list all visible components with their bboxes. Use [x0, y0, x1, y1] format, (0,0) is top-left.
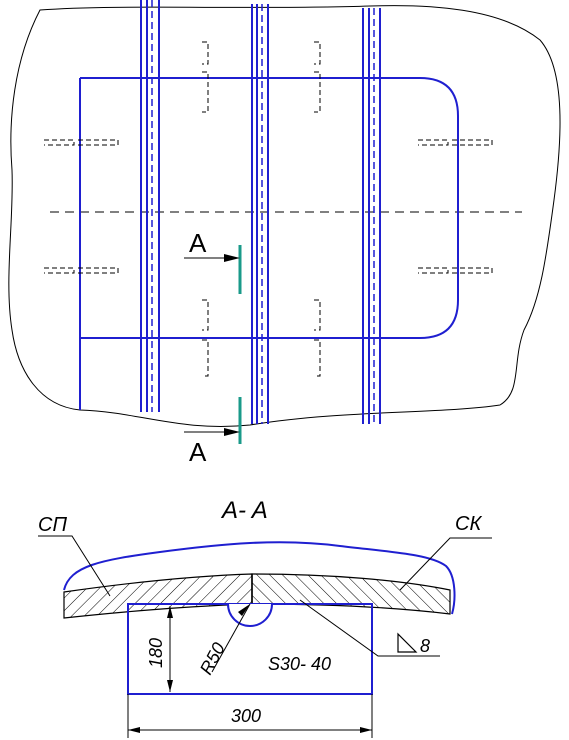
radius-label: R50 [196, 639, 229, 678]
weld-triangle-icon [397, 632, 418, 653]
section-letter-bottom: A [189, 437, 207, 467]
beam-right [362, 8, 381, 424]
break-outline [8, 5, 561, 427]
beam-middle [251, 4, 269, 424]
hatched-layer-left [63, 573, 253, 619]
leader-right [399, 537, 492, 591]
steel-grade: S30- 40 [268, 654, 331, 674]
section-marker-bottom: A [184, 397, 242, 467]
label-left-part: СП [38, 514, 67, 536]
leader-left [38, 535, 111, 597]
weld-leader [299, 599, 440, 657]
beam-left [140, 0, 160, 412]
weld-size: 8 [420, 636, 430, 656]
hatched-layer-right [251, 573, 451, 615]
top-surface [63, 541, 456, 615]
radius-cutout [227, 603, 273, 627]
hidden-clips-vertical [202, 41, 321, 377]
section-letter-top: A [189, 228, 207, 258]
section-title: A- A [220, 497, 268, 524]
section-marker-top: A [184, 228, 242, 294]
height-dim: 180 [146, 638, 166, 668]
radius-leader [211, 603, 251, 673]
hidden-clips-horizontal [44, 139, 493, 274]
plate-outline [80, 77, 459, 339]
section-view: A- A СП СК 8 R50 S30- 40 180 [38, 497, 492, 738]
width-dim: 300 [231, 706, 261, 726]
plan-view: A A [8, 0, 561, 467]
label-right-part: СК [455, 513, 482, 535]
radius-arrow [238, 604, 250, 616]
